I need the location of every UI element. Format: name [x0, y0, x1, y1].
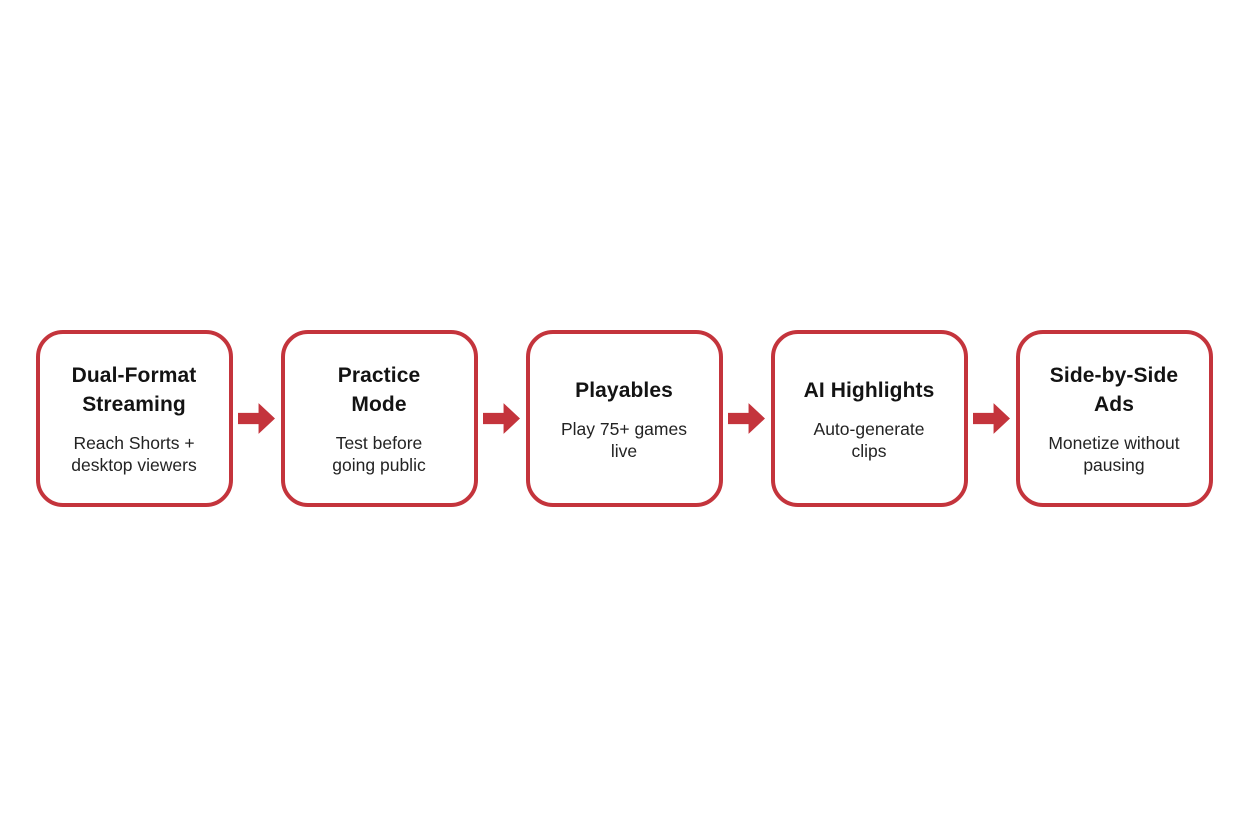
arrow-right-icon [723, 403, 771, 434]
step-subtitle: Test before going public [332, 433, 426, 475]
step-card-practice-mode: Practice Mode Test before going public [280, 330, 478, 507]
step-card-side-by-side-ads: Side-by-Side Ads Monetize without pausin… [1015, 330, 1213, 507]
step-title: Dual-Format Streaming [71, 364, 197, 416]
step-subtitle: Auto-generate clips [813, 418, 925, 461]
flow-row: Dual-Format Streaming Reach Shorts + des… [0, 330, 1248, 507]
step-subtitle: Reach Shorts + desktop viewers [71, 433, 197, 475]
step-subtitle: Play 75+ games live [561, 418, 687, 461]
arrow-right-icon [968, 403, 1016, 434]
arrow-right-icon [478, 403, 526, 434]
step-title: Practice Mode [337, 364, 421, 416]
arrow-right-icon [233, 403, 281, 434]
step-title: AI Highlights [803, 378, 935, 402]
step-title: Playables [575, 378, 673, 402]
step-card-ai-highlights: AI Highlights Auto-generate clips [770, 330, 968, 507]
step-card-playables: Playables Play 75+ games live [525, 330, 723, 507]
step-title: Side-by-Side Ads [1049, 364, 1179, 416]
step-card-dual-format-streaming: Dual-Format Streaming Reach Shorts + des… [35, 330, 233, 507]
step-subtitle: Monetize without pausing [1048, 433, 1180, 475]
